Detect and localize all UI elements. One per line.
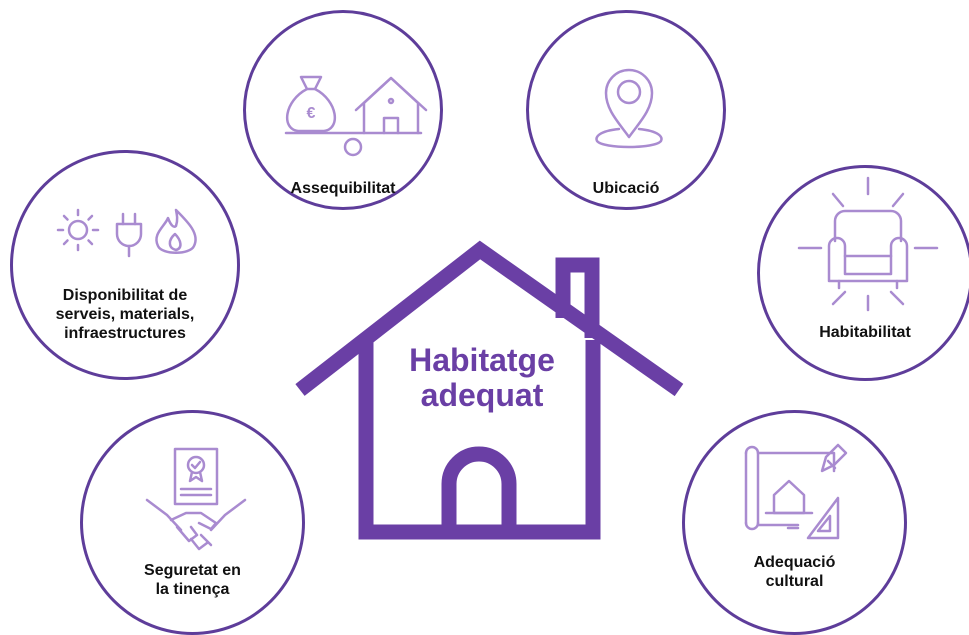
label-habitabilitat-line-1: Habitabilitat — [819, 324, 911, 341]
dimension-adequacio-cultural: Adequació cultural — [682, 410, 907, 635]
label-adequacio-line-2: cultural — [765, 573, 824, 590]
label-assequibilitat-line-1: Assequibilitat — [290, 180, 396, 197]
label-disponibilitat-line-1: Disponibilitat de — [62, 287, 188, 304]
dimension-habitabilitat: Habitabilitat — [757, 165, 969, 381]
label-adequacio-line-1: Adequació — [753, 554, 836, 571]
certificate-handshake-icon — [145, 447, 247, 551]
dimension-disponibilitat: Disponibilitat de serveis, materials, in… — [10, 150, 240, 380]
money-bag-and-house-balance-icon: € — [284, 75, 428, 157]
label-seguretat-line-2: la tinença — [155, 581, 230, 598]
label-seguretat-line-1: Seguretat en — [144, 562, 241, 579]
dimension-assequibilitat: € Assequibilitat — [243, 10, 443, 210]
label-disponibilitat-line-3: infraestructures — [64, 325, 186, 342]
svg-text:€: € — [307, 105, 316, 122]
dimension-ubicacio: Ubicació — [526, 10, 726, 210]
location-pin-icon — [595, 68, 663, 149]
dimension-seguretat: Seguretat en la tinença — [80, 410, 305, 635]
armchair-icon — [797, 176, 939, 312]
center-title-line-2: adequat — [420, 377, 544, 413]
center-title: Habitatge adequat — [372, 343, 592, 413]
label-ubicacio-line-1: Ubicació — [592, 180, 660, 197]
blueprint-pencil-icon — [744, 443, 848, 540]
sun-plug-flame-icons — [56, 208, 197, 258]
center-title-line-1: Habitatge — [409, 342, 555, 378]
label-disponibilitat-line-2: serveis, materials, — [55, 306, 195, 323]
